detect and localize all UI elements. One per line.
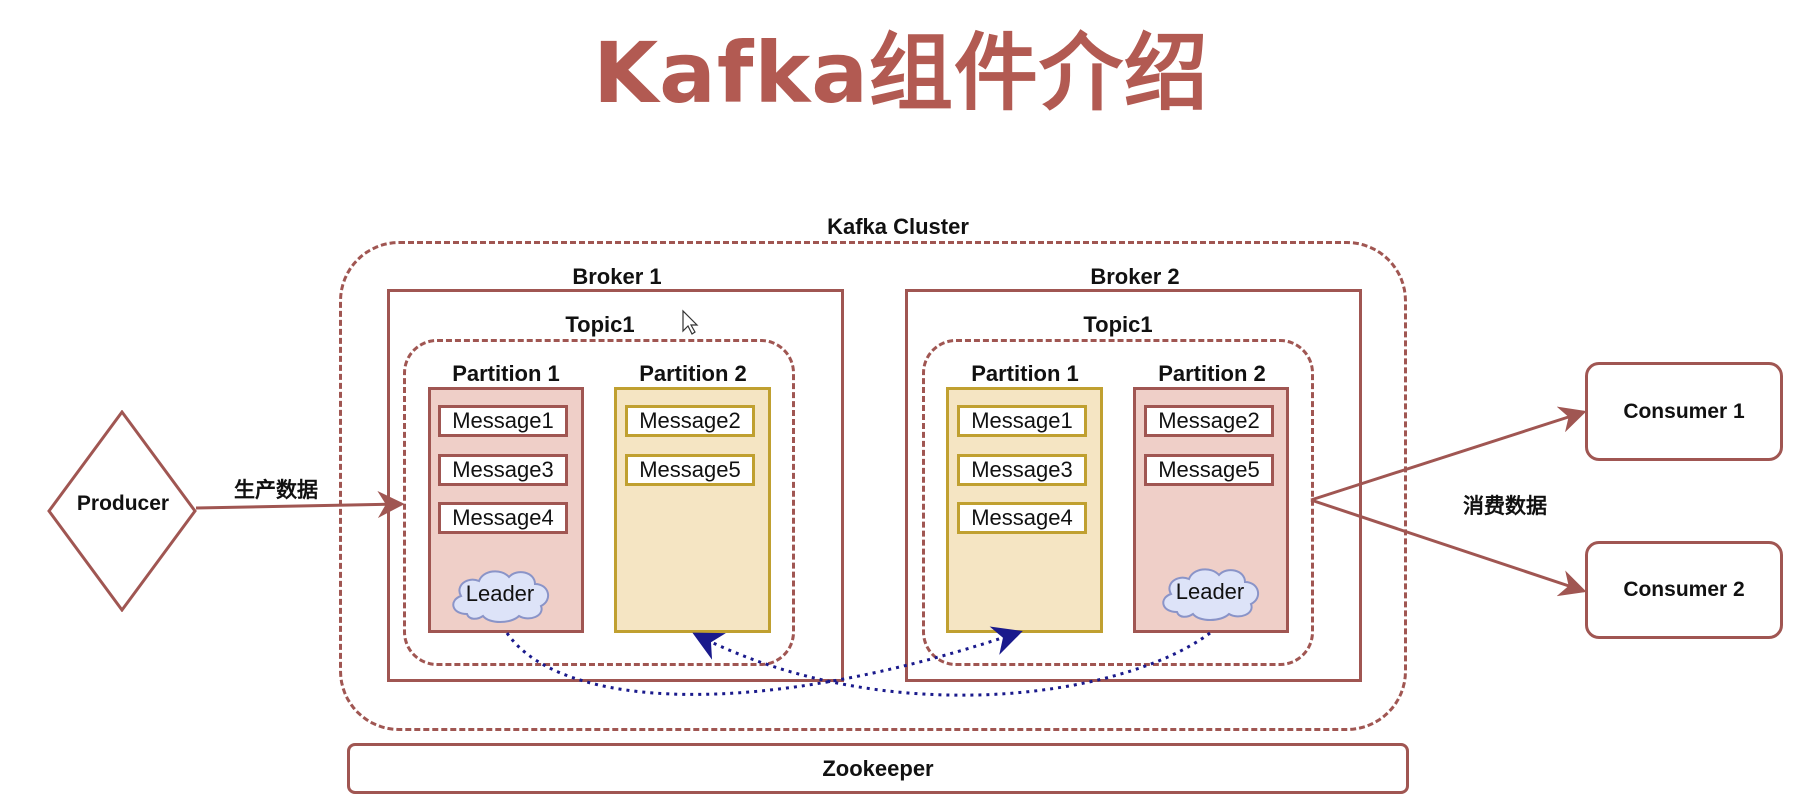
broker-2-p2-message-2: Message5 (1144, 454, 1274, 486)
producer-diamond (47, 410, 197, 612)
broker-2-topic-label: Topic1 (1083, 312, 1153, 337)
broker-2-topic-boundary (922, 339, 1314, 666)
partition-to-consumer-1-arrow (1310, 406, 1587, 502)
kafka-cluster-boundary (339, 241, 1407, 731)
broker-1-p1-message-2: Message3 (438, 454, 568, 486)
broker-2-leader-cloud: Leader (1155, 562, 1265, 622)
zookeeper-box: Zookeeper (347, 743, 1409, 794)
consume-data-label: 消费数据 (1463, 494, 1547, 518)
consumer-1-box: Consumer 1 (1585, 362, 1783, 461)
producer-label: Producer (76, 492, 170, 515)
broker-2-p1-message-3: Message4 (957, 502, 1087, 534)
broker-1-label: Broker 1 (572, 264, 662, 289)
producer-to-partition-arrow (195, 490, 405, 518)
broker-2-leader-label: Leader (1175, 579, 1245, 604)
broker-1-p1-message-3: Message4 (438, 502, 568, 534)
broker-1-p1-message-1: Message1 (438, 405, 568, 437)
broker-1-partition-2-label: Partition 2 (639, 361, 747, 386)
broker-2-partition-1-label: Partition 1 (971, 361, 1079, 386)
broker-1-topic-label: Topic1 (565, 312, 635, 337)
cluster-label: Kafka Cluster (827, 214, 969, 239)
page-title: Kafka组件介绍 (593, 24, 1209, 122)
broker-2-partition-2-label: Partition 2 (1158, 361, 1266, 386)
cloud-icon (1162, 568, 1260, 621)
consumer-2-box: Consumer 2 (1585, 541, 1783, 639)
broker-1-partition-1-label: Partition 1 (452, 361, 560, 386)
replication-arrow-broker1-to-broker2 (505, 626, 1023, 696)
broker-2-label: Broker 2 (1090, 264, 1180, 289)
cloud-icon (452, 570, 550, 623)
broker-1-p2-message-2: Message5 (625, 454, 755, 486)
produce-data-label: 生产数据 (234, 478, 318, 502)
replication-arrow-broker2-to-broker1 (692, 631, 1211, 697)
broker-1-leader-cloud: Leader (445, 564, 555, 624)
broker-2-p2-message-1: Message2 (1144, 405, 1274, 437)
broker-1-p2-message-1: Message2 (625, 405, 755, 437)
broker-1-box (387, 289, 844, 682)
cursor-icon (682, 309, 699, 335)
partition-to-consumer-2-arrow (1310, 498, 1587, 597)
broker-1-leader-label: Leader (465, 581, 535, 606)
broker-2-p1-message-1: Message1 (957, 405, 1087, 437)
broker-2-p1-message-2: Message3 (957, 454, 1087, 486)
